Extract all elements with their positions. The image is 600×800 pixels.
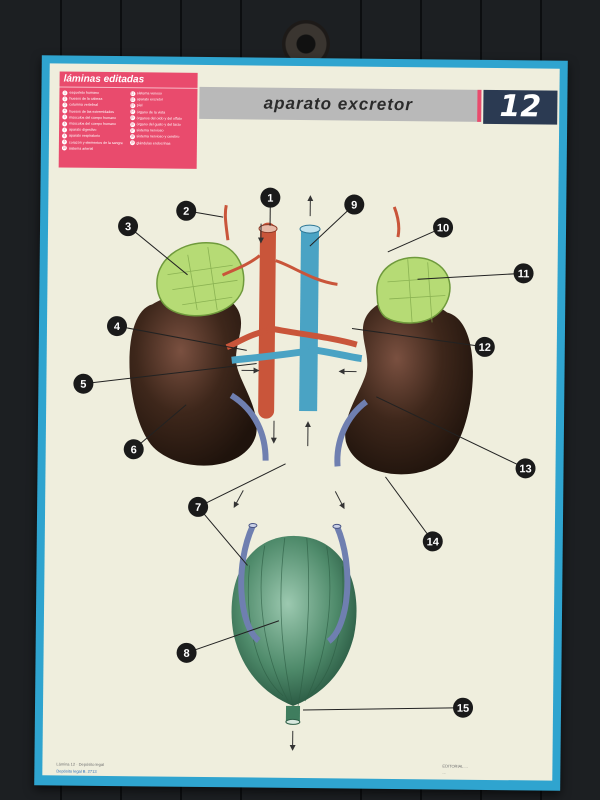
right-adrenal-gland [376,256,451,324]
callout-15: 15 [453,697,474,718]
left-kidney [129,289,257,466]
callout-number: 12 [479,342,491,354]
callout-4: 4 [107,316,128,337]
callout-2: 2 [176,200,197,221]
callout-9: 9 [344,194,365,215]
left-ureter [229,392,269,461]
callout-number: 15 [457,703,469,715]
callout-number: 5 [80,379,86,391]
callout-7: 7 [188,496,209,517]
callout-13: 13 [515,458,536,479]
footer-left-line1: Lámina 12 · Depósito legal [56,761,105,767]
callout-number: 6 [131,444,137,456]
callout-number: 2 [183,206,189,218]
callout-number: 10 [437,222,449,234]
callout-3: 3 [118,216,139,237]
left-adrenal-gland [156,242,245,317]
vena-cava [299,230,320,412]
right-ureter [334,399,369,467]
callout-8: 8 [176,642,197,663]
footer-left-line2: Depósito legal B. 2713 [56,768,97,774]
callout-number: 14 [427,536,440,548]
callout-6: 6 [123,439,144,460]
callout-number: 8 [183,648,189,660]
callout-number: 9 [351,200,357,212]
aorta [258,222,277,419]
callout-1: 1 [260,187,281,208]
footer-right-line1: EDITORIAL ... [442,763,468,769]
callout-number: 7 [195,502,201,514]
callout-number: 11 [518,268,530,280]
callout-5: 5 [73,373,94,394]
callout-number: 1 [267,193,273,205]
callout-11: 11 [513,263,534,284]
callout-10: 10 [433,217,454,238]
callout-number: 13 [519,463,531,475]
callout-number: 3 [125,221,131,233]
callout-number: 4 [114,321,121,333]
footer-right-line2: ... [442,769,446,775]
callout-14: 14 [422,531,443,552]
urinary-bladder [231,535,357,706]
callout-12: 12 [474,336,495,357]
